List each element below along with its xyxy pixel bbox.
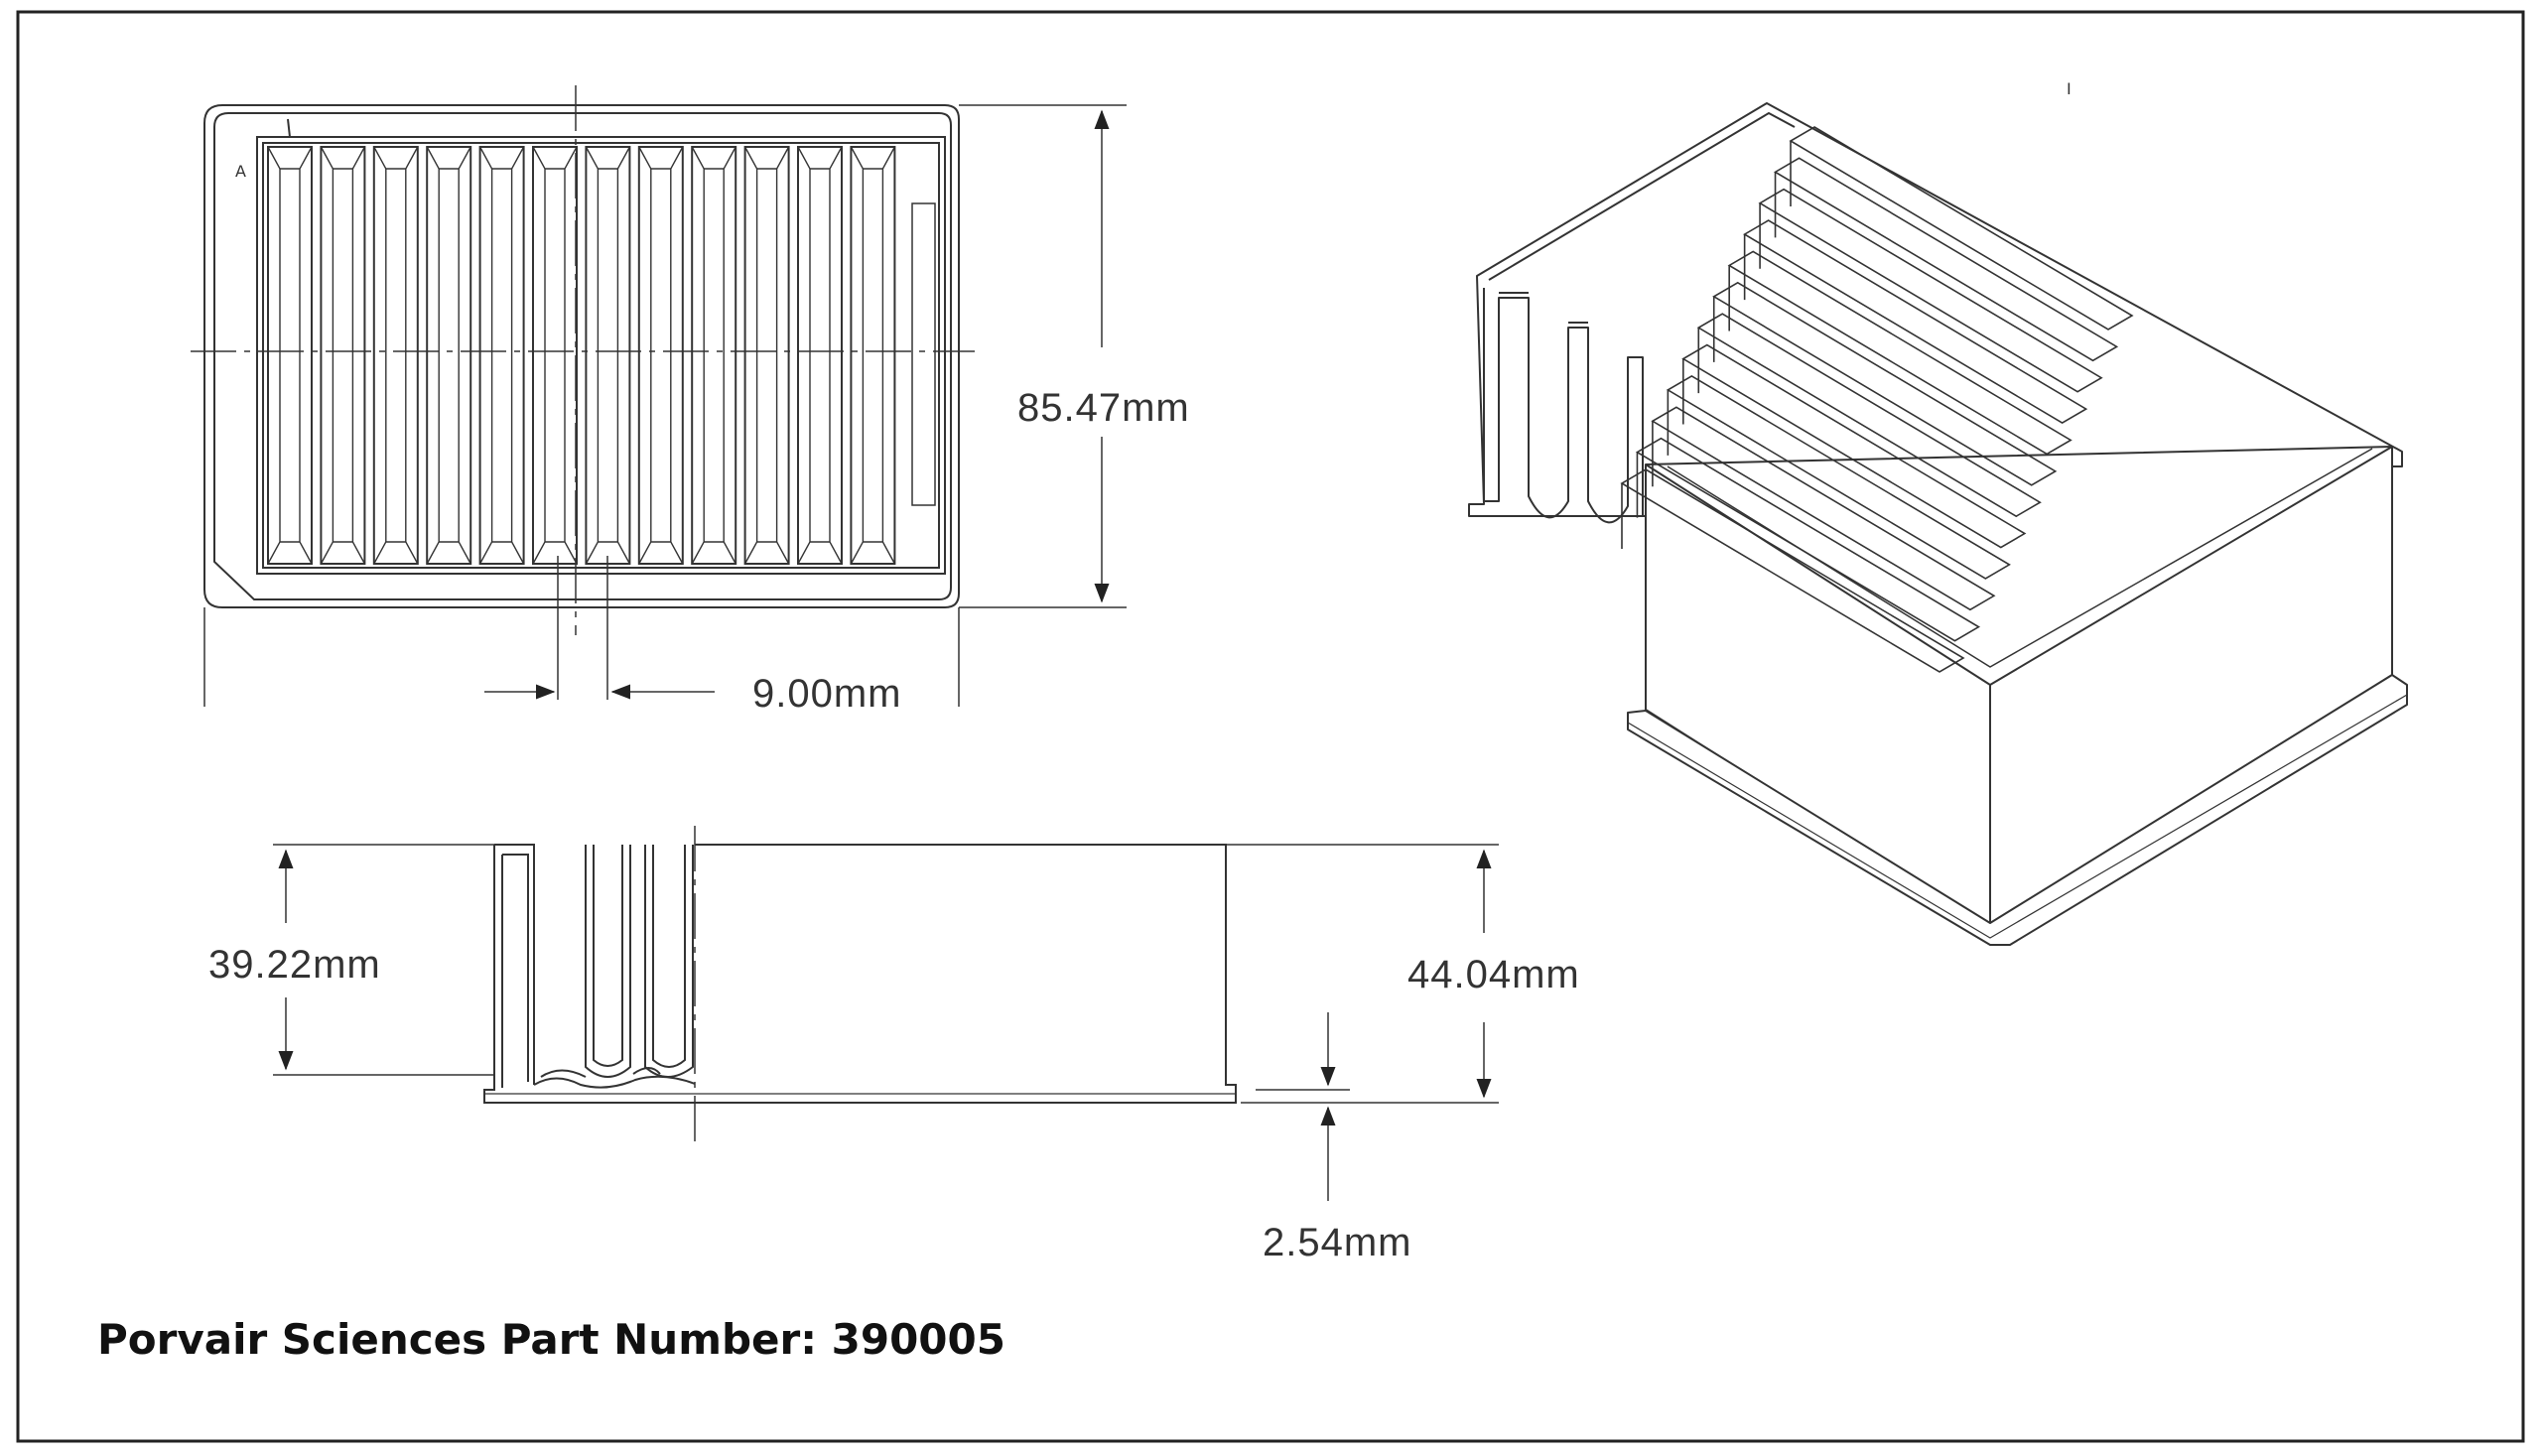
well-column: [691, 146, 737, 565]
dimension-9-00: [484, 556, 715, 700]
part-number-caption: Porvair Sciences Part Number: 390005: [97, 1315, 1005, 1364]
corner-a-label: A: [235, 162, 246, 181]
top-view: [203, 104, 960, 608]
well-column: [637, 146, 684, 565]
iso-channel: [1773, 157, 2119, 362]
well-column-bevel: [532, 146, 578, 565]
dimension-44-04-label: 44.04mm: [1407, 953, 1580, 996]
top-view-centerlines: [191, 85, 975, 635]
well-column: [850, 146, 896, 565]
well-column-bevel: [585, 146, 631, 565]
iso-channel: [1789, 126, 2134, 331]
drawing-frame: [16, 10, 2525, 1443]
iso-channel: [1635, 437, 1981, 642]
well-column-bevel: [743, 146, 790, 565]
well-column-bevel: [426, 146, 471, 565]
dimension-9-00-label: 9.00mm: [752, 672, 902, 716]
isometric-view: [1468, 102, 2408, 946]
well-column-bevel: [320, 146, 366, 565]
dimension-44-04: [1226, 844, 1499, 1104]
well-column-bevel: [850, 146, 896, 565]
well-column-bevel: [373, 146, 419, 565]
iso-channel: [1651, 406, 1996, 611]
well-column-bevel: [797, 146, 843, 565]
well-column: [478, 146, 525, 565]
dimension-39-22-label: 39.22mm: [208, 943, 381, 987]
iso-channel: [1758, 188, 2103, 393]
iso-channel: [1727, 250, 2073, 456]
iso-channel: [1666, 374, 2011, 580]
dimension-39-22: [273, 844, 494, 1076]
isometric-channel-group: [1620, 126, 2134, 673]
iso-channel: [1681, 343, 2027, 549]
well-column: [797, 146, 843, 565]
dimension-85-47-label: 85.47mm: [1017, 386, 1190, 430]
iso-channel: [1696, 313, 2042, 518]
well-column-bevel: [691, 146, 736, 565]
well-column-bevel: [267, 146, 313, 565]
well-column: [320, 146, 366, 565]
iso-channel: [1620, 468, 1965, 673]
well-column-bevel: [638, 146, 684, 565]
iso-channel: [1743, 219, 2088, 425]
iso-channel: [1712, 281, 2058, 486]
well-column-group: [267, 146, 896, 565]
dimension-2-54-label: 2.54mm: [1263, 1221, 1412, 1264]
dimension-2-54: [1256, 1012, 1350, 1201]
well-column: [426, 146, 472, 565]
well-column: [372, 146, 419, 565]
iso-mark-label: I: [2067, 79, 2072, 98]
dimension-85-47: [203, 104, 1127, 707]
well-column: [743, 146, 790, 565]
well-column: [532, 146, 578, 565]
well-column: [267, 146, 313, 565]
side-view: [483, 844, 1237, 1104]
well-column-bevel: [478, 146, 525, 565]
